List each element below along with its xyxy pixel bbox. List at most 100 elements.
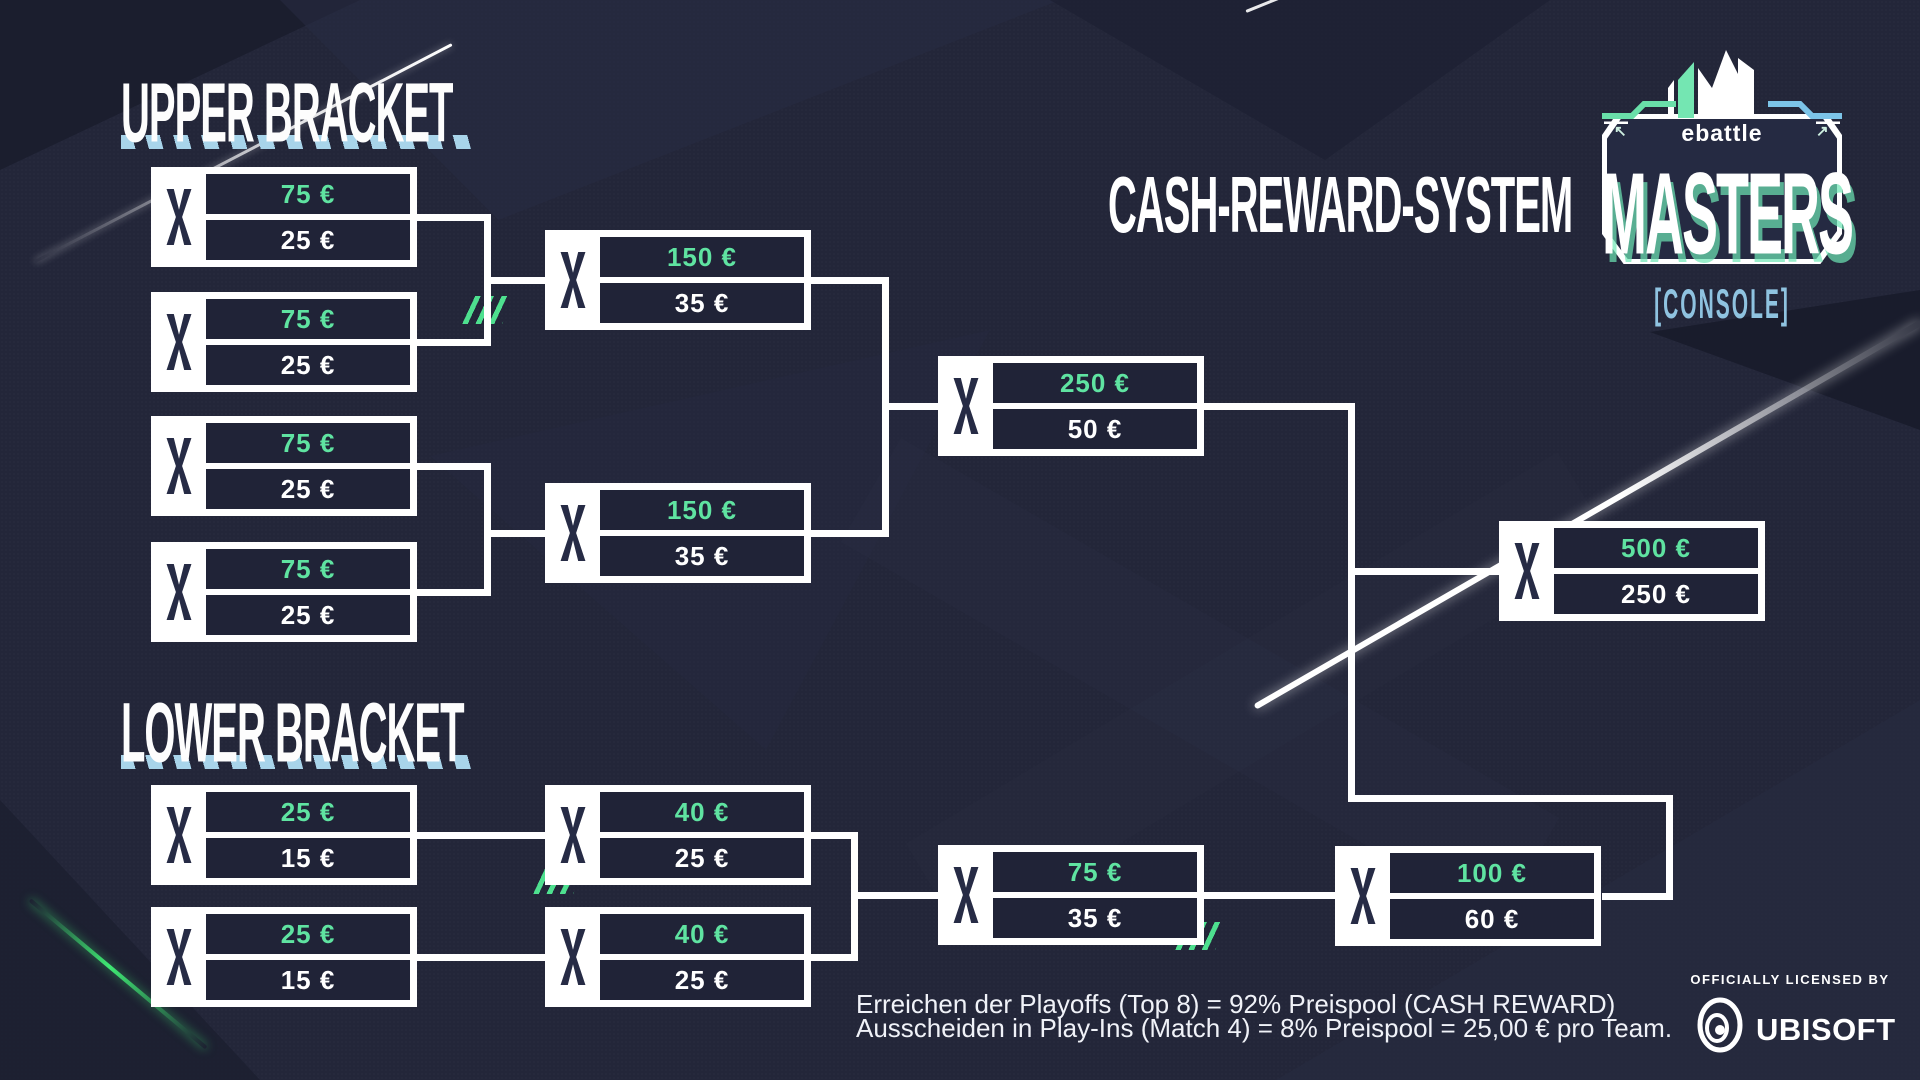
match-lb-r2-m2: 40 € 25 € [545,907,811,1007]
team-x-icon [158,423,200,509]
logo-deco-right [1764,92,1844,124]
bracket-connector [1666,795,1673,900]
match-grand-final: 500 € 250 € [1499,521,1765,621]
corner-arrow-icon: ↗ [1816,123,1829,140]
prize-top: 75 € [206,423,410,463]
logo-badge-fill [1607,119,1837,259]
bracket-connector [811,832,858,839]
bracket-connector [417,832,545,839]
footnote-line-1: Erreichen der Playoffs (Top 8) = 92% Pre… [856,989,1616,1019]
bracket-connector [851,832,858,961]
bracket-connector [417,339,491,346]
title-upper-bracket: UPPER BRACKET [121,68,453,161]
prize-bottom: 25 € [600,838,804,878]
match-lb-r1-m1: 25 € 15 € [151,785,417,885]
logo-platform-label: [CONSOLE] [1654,282,1790,328]
bracket-connector [889,403,938,410]
prize-bottom: 50 € [993,409,1197,449]
match-ub-r2-m2: 150 € 35 € [545,483,811,583]
bracket-connector [1355,568,1499,575]
bracket-connector [484,463,491,596]
bracket-connector [491,530,545,537]
bracket-connector [811,530,889,537]
team-x-icon [552,490,594,576]
prize-top: 40 € [600,792,804,832]
bracket-connector [811,954,858,961]
prize-top: 250 € [993,363,1197,403]
prize-bottom: 35 € [600,283,804,323]
prize-bottom: 25 € [206,469,410,509]
prize-top: 500 € [1554,528,1758,568]
bracket-connector [491,277,545,284]
prize-top: 75 € [206,174,410,214]
bracket-connector [417,954,545,961]
match-ub-final: 250 € 50 € [938,356,1204,456]
bracket-connector [1602,893,1673,900]
corner-arrow-icon: ↖ [1614,123,1627,140]
team-x-icon [1506,528,1548,614]
prize-top: 40 € [600,914,804,954]
team-x-icon [158,549,200,635]
match-lb-semifinal: 75 € 35 € [938,845,1204,945]
team-x-icon [158,174,200,260]
match-lb-r2-m1: 40 € 25 € [545,785,811,885]
bracket-connector [417,214,491,221]
bracket-connector [858,892,938,899]
logo-crown-icon [1668,46,1763,118]
team-x-icon [158,792,200,878]
match-lb-r1-m2: 25 € 15 € [151,907,417,1007]
bracket-connector [811,277,889,284]
match-ub-r1-m3: 75 € 25 € [151,416,417,516]
prize-top: 25 € [206,914,410,954]
team-x-icon [1342,853,1384,939]
footnote-line-2: Ausscheiden in Play-Ins (Match 4) = 8% P… [856,1013,1673,1043]
team-x-icon [552,237,594,323]
team-x-icon [552,914,594,1000]
prize-bottom: 15 € [206,960,410,1000]
match-ub-r1-m4: 75 € 25 € [151,542,417,642]
match-lb-final: 100 € 60 € [1335,846,1601,946]
prize-bottom: 25 € [206,595,410,635]
match-ub-r2-m1: 150 € 35 € [545,230,811,330]
prize-bottom: 25 € [600,960,804,1000]
logo-wordmark-small: ebattle [1681,120,1763,146]
ubisoft-logo-icon [1696,996,1744,1054]
prize-top: 75 € [206,549,410,589]
license-label: OFFICIALLY LICENSED BY [1690,972,1890,987]
prize-top: 25 € [206,792,410,832]
prize-bottom: 25 € [206,345,410,385]
prize-top: 100 € [1390,853,1594,893]
prize-bottom: 15 € [206,838,410,878]
prize-top: 150 € [600,237,804,277]
ubisoft-wordmark: UBISOFT [1756,1012,1896,1047]
team-x-icon [552,792,594,878]
prize-top: 75 € [993,852,1197,892]
match-ub-r1-m1: 75 € 25 € [151,167,417,267]
prize-bottom: 25 € [206,220,410,260]
logo-badge [1602,114,1842,264]
team-x-icon [158,299,200,385]
bracket-connector [1348,403,1355,802]
logo-deco-left [1600,92,1680,124]
bracket-connector [1200,892,1335,899]
footnote: Erreichen der Playoffs (Top 8) = 92% Pre… [856,989,1673,1043]
prize-bottom: 35 € [993,898,1197,938]
bracket-connector [1204,403,1355,410]
match-ub-r1-m2: 75 € 25 € [151,292,417,392]
prize-bottom: 35 € [600,536,804,576]
logo-wordmark-main: MASTERS [1602,150,1854,280]
bracket-connector [882,277,889,537]
team-x-icon [945,852,987,938]
bracket-connector [484,214,491,346]
title-lower-bracket: LOWER BRACKET [121,688,465,781]
prize-bottom: 60 € [1390,899,1594,939]
team-x-icon [158,914,200,1000]
title-underline [121,755,473,769]
page-title: CASH-REWARD-SYSTEM [1108,162,1573,250]
bracket-connector [417,463,491,470]
bracket-connector [1348,795,1673,802]
prize-top: 75 € [206,299,410,339]
prize-bottom: 250 € [1554,574,1758,614]
prize-top: 150 € [600,490,804,530]
